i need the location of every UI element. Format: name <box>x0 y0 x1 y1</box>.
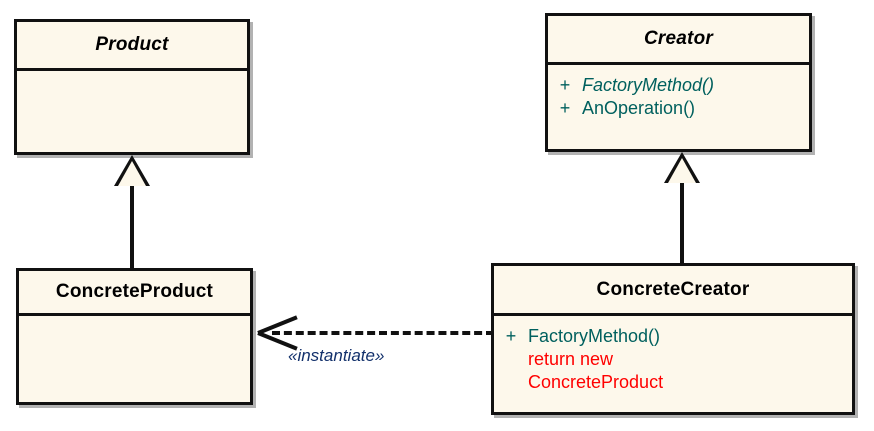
class-members-compartment-product <box>17 71 247 152</box>
class-name-creator: Creator <box>644 28 713 49</box>
class-box-product[interactable]: Product <box>14 19 250 155</box>
class-name-concrete-creator: ConcreteCreator <box>596 278 750 300</box>
member-visibility: + <box>505 326 517 346</box>
class-name-concrete-product: ConcreteProduct <box>55 281 214 302</box>
member-signature: FactoryMethod() <box>528 326 661 346</box>
class-box-concrete-creator[interactable]: ConcreteCreator + FactoryMethod() return… <box>491 263 855 415</box>
member-signature: AnOperation() <box>582 98 696 118</box>
class-members-compartment-concrete-creator: + FactoryMethod() return new ConcretePro… <box>494 316 852 412</box>
member-visibility: + <box>559 98 571 118</box>
dependency-stereotype-label: «instantiate» <box>288 346 385 365</box>
class-name-compartment-product: Product <box>17 22 247 71</box>
member-note-line: ConcreteProduct <box>528 372 664 392</box>
member-row: + FactoryMethod() <box>494 325 852 348</box>
class-name-product: Product <box>95 34 169 55</box>
class-members-compartment-concrete-product <box>19 316 250 402</box>
member-note-line: return new <box>528 349 614 369</box>
dependency-dashed-line <box>272 331 494 335</box>
member-visibility: + <box>559 75 571 95</box>
class-box-concrete-product[interactable]: ConcreteProduct <box>16 268 253 405</box>
member-note-row: ConcreteProduct <box>494 371 852 394</box>
class-name-compartment-concrete-product: ConcreteProduct <box>19 271 250 316</box>
member-row: + AnOperation() <box>548 97 809 120</box>
generalization-line-creator <box>680 183 684 265</box>
member-note-row: return new <box>494 348 852 371</box>
class-name-compartment-concrete-creator: ConcreteCreator <box>494 266 852 316</box>
member-signature: FactoryMethod() <box>582 75 715 95</box>
class-members-compartment-creator: + FactoryMethod() + AnOperation() <box>548 65 809 149</box>
class-box-creator[interactable]: Creator + FactoryMethod() + AnOperation(… <box>545 13 812 152</box>
generalization-line-product <box>130 186 134 270</box>
class-name-compartment-creator: Creator <box>548 16 809 65</box>
member-row: + FactoryMethod() <box>548 74 809 97</box>
